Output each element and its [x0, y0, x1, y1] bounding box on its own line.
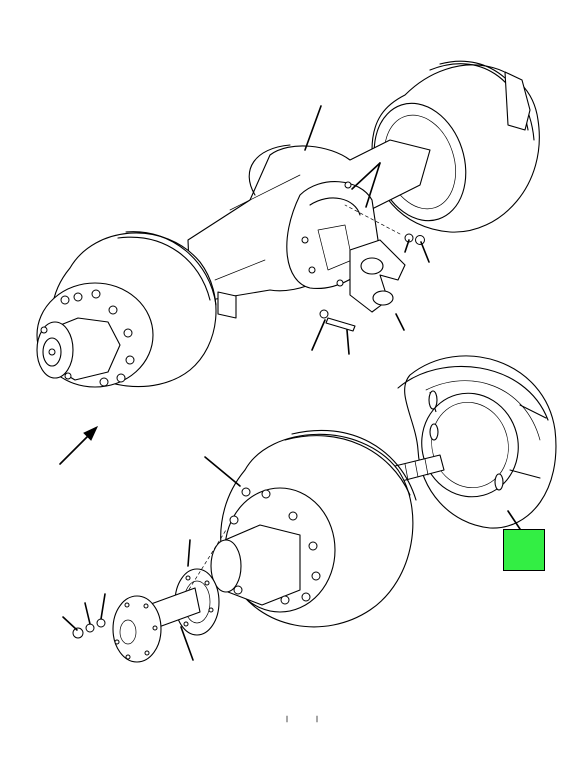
brake-shoe-assembly	[397, 355, 557, 529]
hub-drum-assembly	[62, 355, 557, 663]
left-wheel-hub	[36, 282, 154, 388]
pinion-yoke	[349, 239, 406, 313]
front-direction-arrow	[59, 425, 99, 465]
callout-leaders-lower	[62, 456, 521, 661]
axle-housing-assembly	[36, 60, 540, 388]
lower-wheel-hub	[210, 487, 336, 613]
ground-ticks	[286, 715, 318, 723]
highlight-box	[503, 529, 545, 571]
drive-flange	[112, 587, 201, 663]
callout-leaders-upper	[304, 105, 430, 355]
